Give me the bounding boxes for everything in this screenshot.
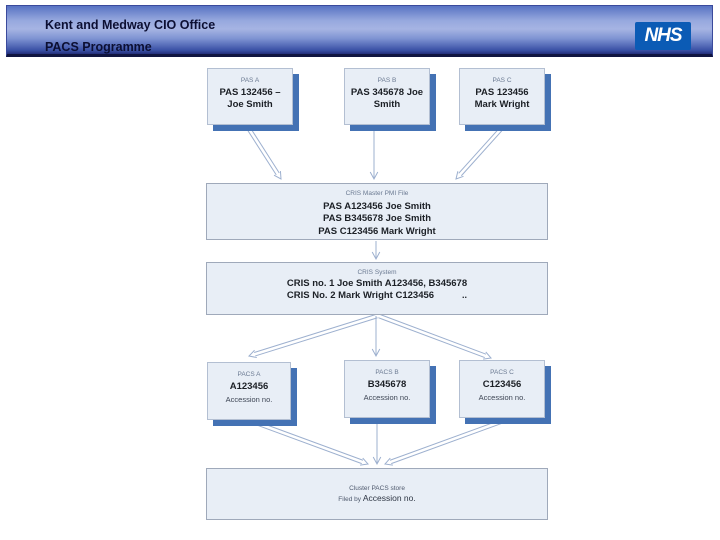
pacs-c-caption: PACS C bbox=[490, 369, 514, 376]
pas-a-record: PAS 132456 – Joe Smith bbox=[219, 87, 281, 111]
cluster-pacs-store-box: Cluster PACS store Filed by Accession no… bbox=[206, 468, 548, 520]
header-band: Kent and Medway CIO Office PACS Programm… bbox=[6, 5, 713, 57]
pacs-a-sub: Accession no. bbox=[225, 395, 273, 405]
nhs-logo-text: NHS bbox=[644, 25, 682, 46]
page-title: Kent and Medway CIO Office bbox=[45, 18, 216, 32]
pacs-c-id: C123456 bbox=[482, 379, 522, 390]
master-record-1: PAS A123456 Joe Smith bbox=[323, 201, 431, 212]
cris-master-pmi-box: CRIS Master PMI File PAS A123456 Joe Smi… bbox=[206, 183, 548, 240]
pas-c-caption: PAS C bbox=[492, 77, 512, 84]
pacs-b-caption: PACS B bbox=[375, 369, 399, 376]
pacs-b-box: PACS B B345678 Accession no. bbox=[344, 360, 430, 418]
pacs-a-id: A123456 bbox=[229, 381, 269, 392]
pas-c-box: PAS C PAS 123456 Mark Wright bbox=[459, 68, 545, 125]
trailing-mark: .. bbox=[462, 290, 468, 301]
pacs-b-sub: Accession no. bbox=[363, 393, 411, 403]
pas-b-box: PAS B PAS 345678 Joe Smith bbox=[344, 68, 430, 125]
master-record-3: PAS C123456 Mark Wright bbox=[318, 225, 436, 237]
page-subtitle: PACS Programme bbox=[45, 40, 152, 54]
pas-b-record: PAS 345678 Joe Smith bbox=[350, 87, 424, 111]
pacs-c-sub: Accession no. bbox=[478, 393, 526, 403]
pas-a-caption: PAS A bbox=[240, 77, 260, 84]
pas-c-record: PAS 123456 Mark Wright bbox=[474, 87, 530, 111]
pacs-a-caption: PACS A bbox=[237, 371, 261, 378]
cris-master-caption: CRIS Master PMI File bbox=[345, 190, 409, 197]
pacs-c-box: PACS C C123456 Accession no. bbox=[459, 360, 545, 418]
pacs-b-id: B345678 bbox=[367, 379, 407, 390]
store-caption: Cluster PACS store bbox=[349, 485, 405, 492]
store-filing-note: Filed by Accession no. bbox=[338, 493, 416, 503]
master-record-2: PAS B345678 Joe Smith bbox=[322, 213, 432, 225]
pas-b-caption: PAS B bbox=[377, 77, 397, 84]
pas-a-box: PAS A PAS 132456 – Joe Smith bbox=[207, 68, 293, 125]
pacs-a-box: PACS A A123456 Accession no. bbox=[207, 362, 291, 420]
cris-system-box: CRIS System CRIS no. 1 Joe Smith A123456… bbox=[206, 262, 548, 315]
nhs-logo: NHS bbox=[635, 22, 691, 50]
cris-record-2: CRIS No. 2 Mark Wright C123456.. bbox=[286, 290, 468, 302]
cris-record-1: CRIS no. 1 Joe Smith A123456, B345678 bbox=[286, 278, 468, 289]
cris-system-caption: CRIS System bbox=[357, 269, 397, 276]
